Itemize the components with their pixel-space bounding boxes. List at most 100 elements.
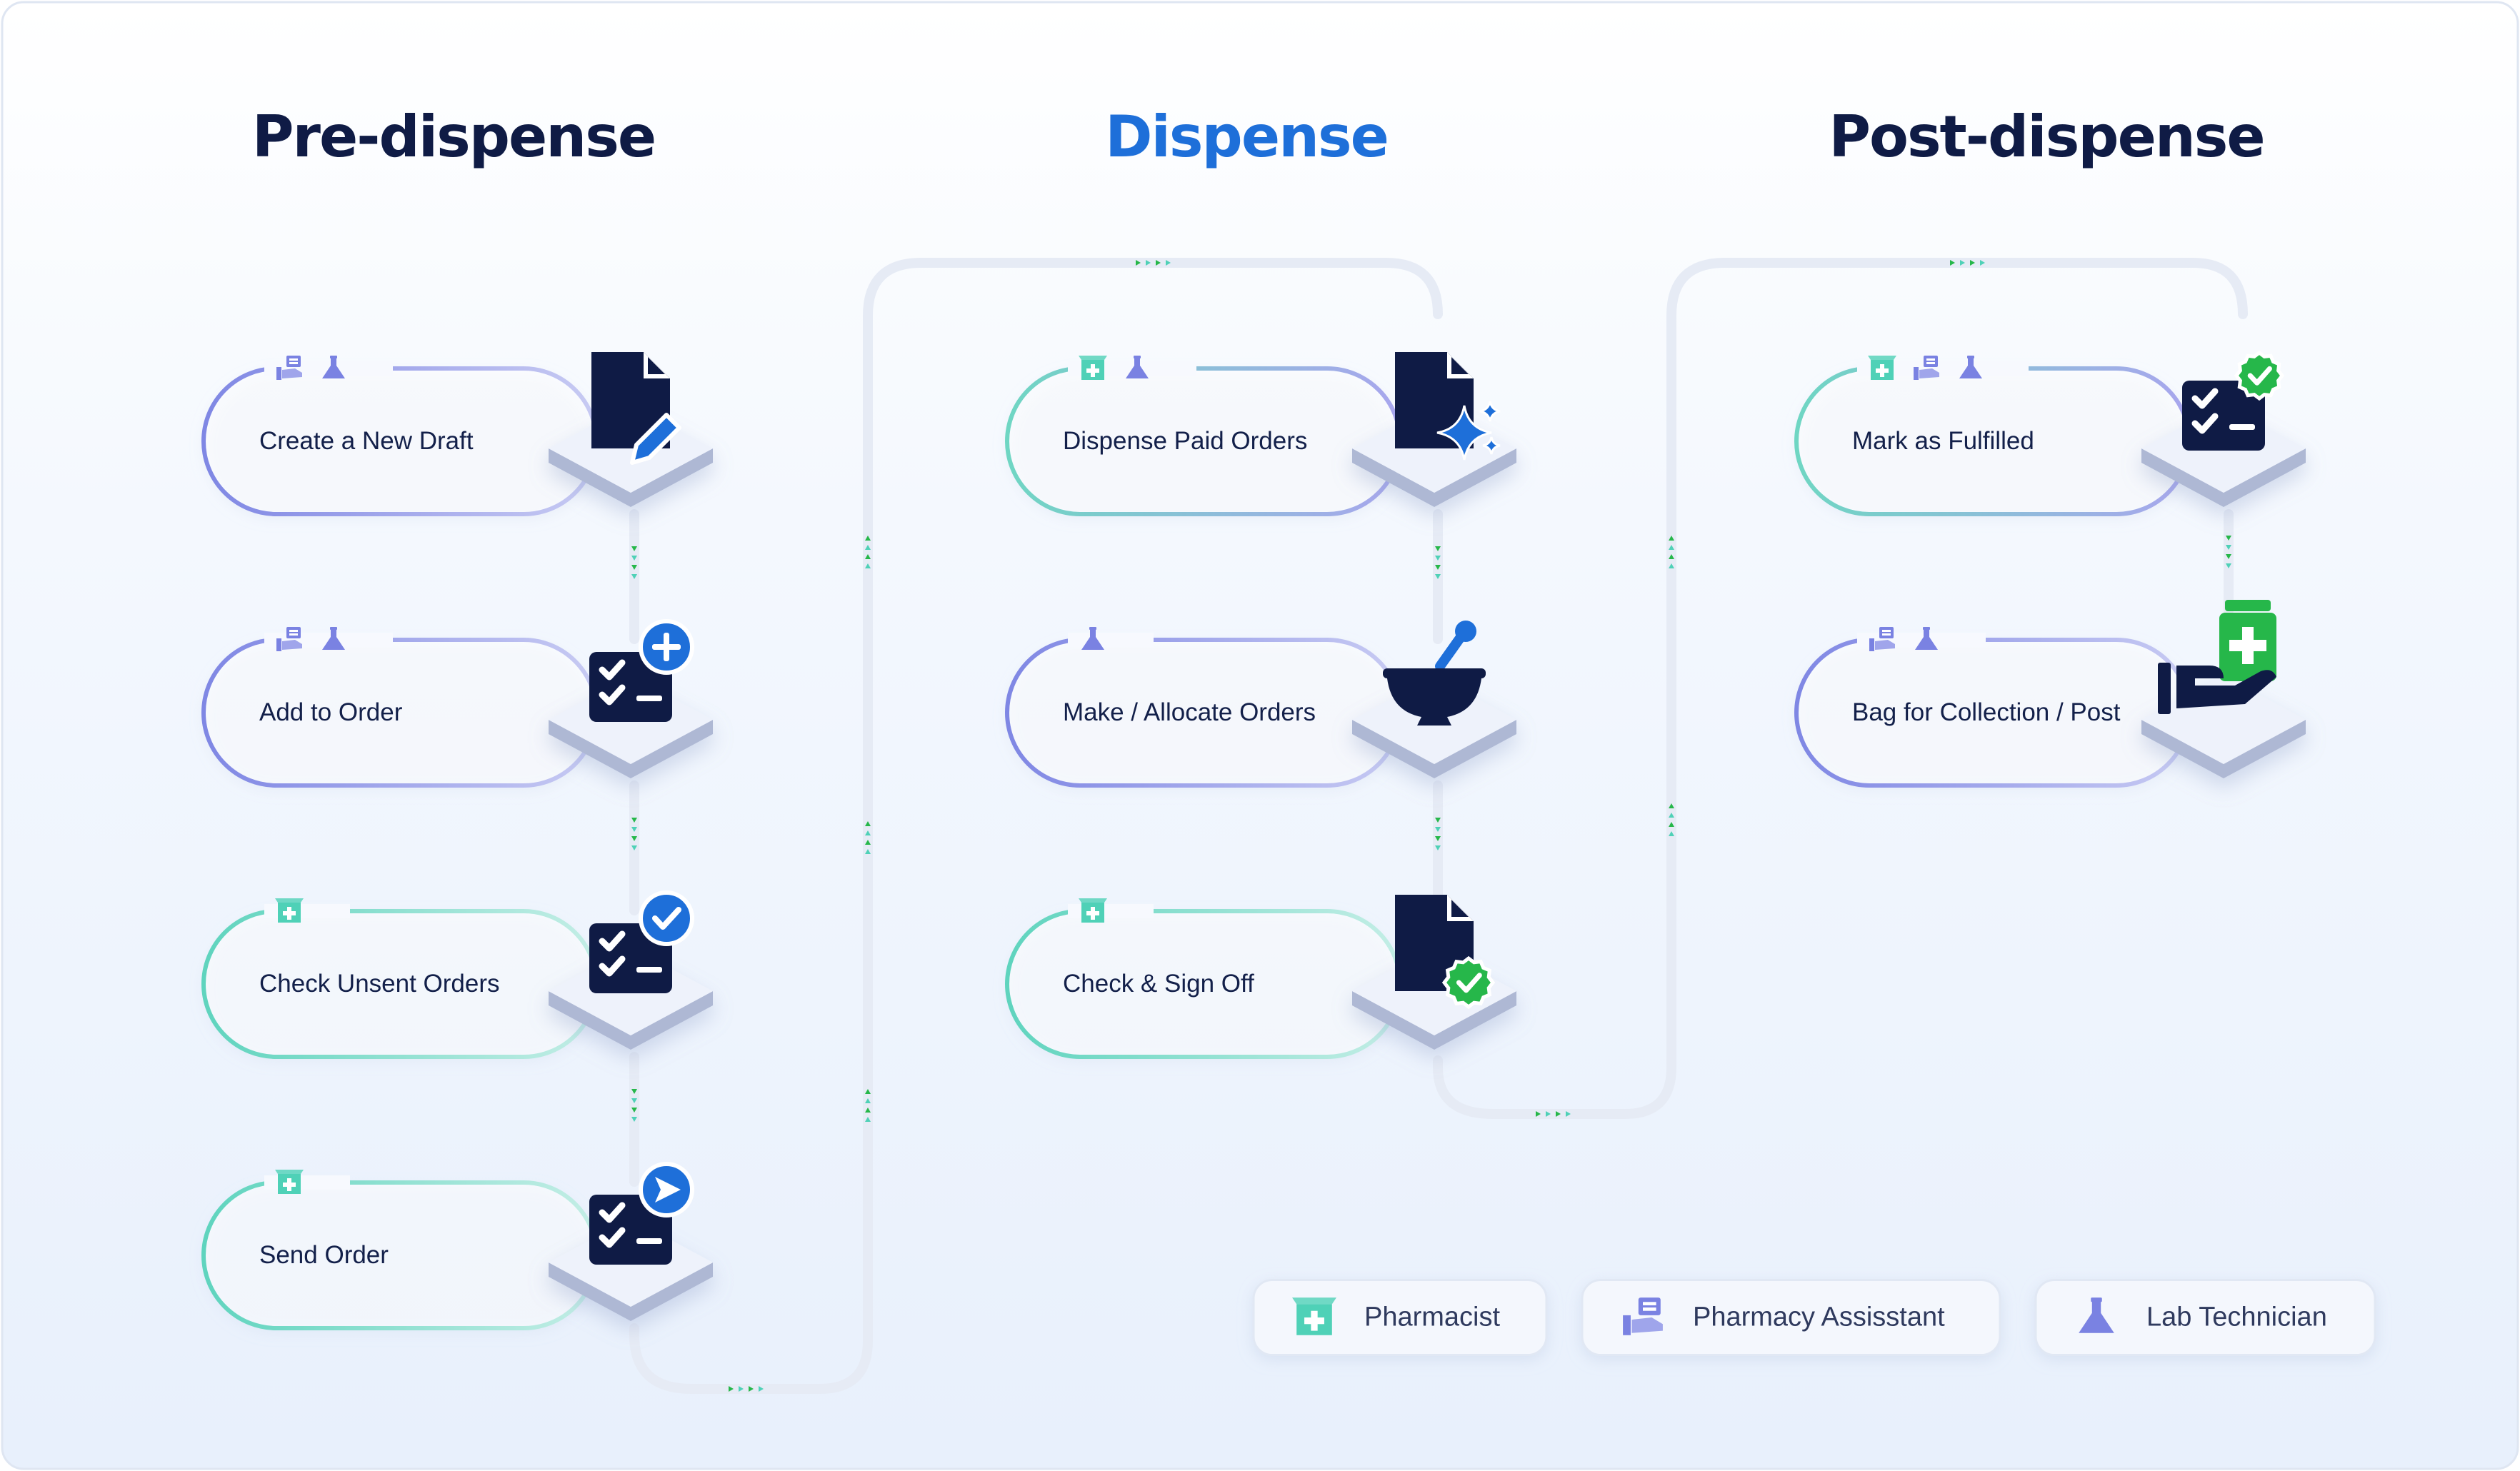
flow-arrow	[1669, 563, 1674, 568]
flow-arrow	[1536, 1111, 1541, 1117]
lab-technician-icon	[1126, 356, 1149, 378]
pharmacist-icon	[1292, 1297, 1336, 1335]
flow-arrow	[631, 565, 637, 570]
legend-item-lab-technician	[2034, 1279, 2376, 1356]
step-pill	[204, 640, 596, 785]
step-pill	[204, 1183, 596, 1328]
flow-arrow	[1435, 556, 1441, 561]
flow-arrow	[1669, 545, 1674, 550]
step-pill	[1796, 368, 2189, 514]
pharmacy-assistant-icon	[1914, 356, 1939, 380]
column-title-2: Dispense	[1105, 104, 1389, 170]
pharmacist-icon	[275, 1170, 304, 1194]
workflow-step[interactable]	[201, 890, 713, 1059]
pharmacist-icon	[1079, 898, 1107, 923]
flow-arrow	[1435, 546, 1441, 551]
step-label: Bag for Collection / Post	[1852, 698, 2121, 726]
flow-arrow	[631, 1098, 637, 1103]
flow-arrow	[865, 545, 871, 550]
checklist-add-icon	[589, 619, 694, 722]
workflow-step[interactable]	[1005, 352, 1516, 516]
flow-arrow	[631, 546, 637, 551]
flow-arrow	[865, 554, 871, 559]
flow-arrow	[1435, 818, 1441, 823]
flow-connector	[1433, 258, 2248, 1119]
flow-arrow	[631, 827, 637, 832]
flow-arrow	[865, 1117, 871, 1122]
flow-arrow	[1970, 260, 1975, 266]
flow-arrow	[1435, 836, 1441, 841]
flow-arrow	[749, 1386, 754, 1392]
flow-connector	[629, 258, 1443, 1394]
step-label: Dispense Paid Orders	[1063, 427, 1308, 455]
lab-technician-icon	[2079, 1297, 2114, 1333]
flow-arrow	[1435, 574, 1441, 579]
checklist-send-icon	[589, 1162, 694, 1265]
legend-label: Pharmacist	[1364, 1302, 1501, 1332]
pharmacist-icon	[275, 898, 304, 923]
lab-technician-icon	[1081, 627, 1104, 650]
flow-arrow	[2226, 545, 2231, 550]
legend-label: Lab Technician	[2146, 1302, 2327, 1332]
pharmacy-assistant-icon	[1623, 1297, 1663, 1335]
pharmacist-icon	[1079, 356, 1107, 380]
flow-arrow	[1435, 565, 1441, 570]
hand-medicine-icon	[2158, 600, 2276, 714]
flow-arrow	[865, 563, 871, 568]
step-label: Check Unsent Orders	[259, 970, 500, 998]
step-label: Check & Sign Off	[1063, 970, 1254, 998]
document-edit-icon	[591, 352, 681, 465]
lab-technician-icon	[322, 356, 345, 378]
flow-arrow	[759, 1386, 764, 1392]
pharmacy-assistant-icon	[276, 356, 302, 380]
flow-arrow	[865, 830, 871, 835]
flow-arrow	[739, 1386, 744, 1392]
lab-technician-icon	[322, 627, 345, 650]
step-label: Add to Order	[259, 698, 403, 726]
flow-arrow	[631, 1089, 637, 1094]
column-title-1: Pre-dispense	[251, 104, 656, 170]
column-title-3: Post-dispense	[1829, 104, 2265, 170]
flow-arrow	[865, 840, 871, 845]
flow-arrow	[1556, 1111, 1561, 1117]
flow-arrow	[631, 1117, 637, 1122]
legend-item-pharmacist	[1252, 1279, 1548, 1356]
flow-arrow	[865, 821, 871, 826]
flow-arrow	[2226, 536, 2231, 541]
flow-arrow	[631, 556, 637, 561]
flow-arrow	[1980, 260, 1985, 266]
workflow-step[interactable]	[1005, 621, 1516, 788]
flow-arrow	[1950, 260, 1955, 266]
step-pill	[1796, 640, 2189, 785]
flow-arrow	[1960, 260, 1965, 266]
flow-arrow	[1669, 831, 1674, 836]
pharmacy-assistant-icon	[1869, 627, 1895, 651]
flow-arrow	[1669, 822, 1674, 827]
mortar-pestle-icon	[1383, 621, 1486, 726]
workflow-step[interactable]	[1794, 350, 2306, 516]
step-pill	[1007, 640, 1400, 785]
workflow-step[interactable]	[201, 619, 713, 788]
flow-arrow	[631, 845, 637, 850]
step-pill	[1007, 911, 1400, 1057]
workflow-step[interactable]	[201, 352, 713, 516]
document-verified-icon	[1395, 895, 1496, 1010]
flow-arrow	[729, 1386, 734, 1392]
flow-arrow	[1156, 260, 1161, 266]
pharmacy-assistant-icon	[276, 627, 302, 651]
flow-arrow	[2226, 563, 2231, 568]
step-pill	[204, 368, 596, 514]
connectors	[629, 258, 2248, 1394]
step-label: Mark as Fulfilled	[1852, 427, 2034, 455]
flow-arrow	[865, 536, 871, 541]
step-label: Send Order	[259, 1241, 389, 1269]
workflow-step[interactable]	[201, 1162, 713, 1330]
workflow-step[interactable]	[1794, 600, 2306, 788]
legend-item-pharmacy-assistant	[1581, 1279, 2001, 1356]
document-sparkle-icon	[1395, 352, 1501, 461]
workflow-step[interactable]	[1005, 895, 1516, 1059]
flow-arrow	[1566, 1111, 1571, 1117]
step-label: Create a New Draft	[259, 427, 474, 455]
